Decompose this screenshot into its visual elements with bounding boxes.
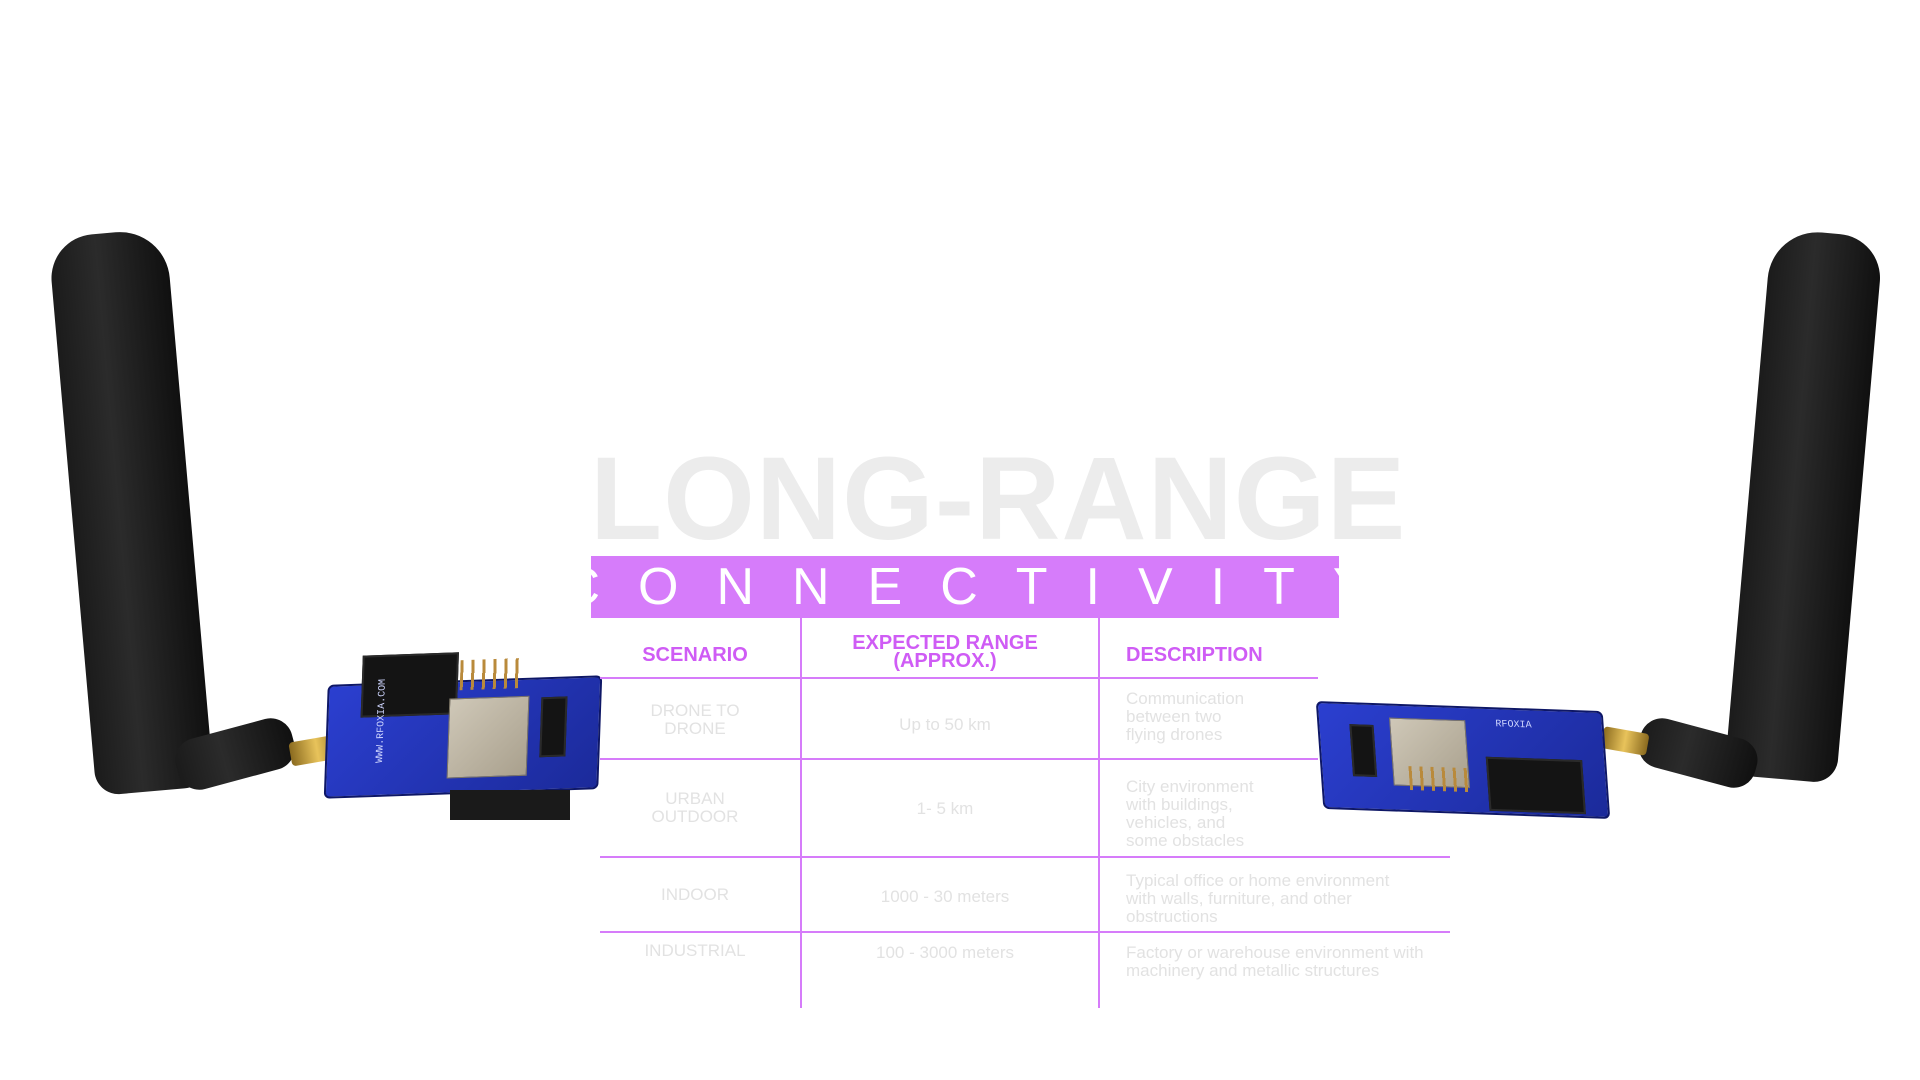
table-header-range: EXPECTED RANGE (APPROX.) — [852, 632, 1038, 672]
table-cell-range: 100 - 3000 meters — [876, 943, 1014, 962]
table-cell-scenario: URBAN OUTDOOR — [651, 789, 739, 826]
table-cell-description: Typical office or home environment with … — [1126, 871, 1390, 926]
table-cell-scenario: INDUSTRIAL — [644, 941, 746, 960]
right-circuit-board: RFOXIA — [1315, 701, 1611, 819]
right-board-side-header — [1349, 724, 1378, 777]
left-board-base — [450, 790, 570, 820]
left-board-module — [446, 695, 530, 779]
left-board-side-header — [539, 696, 568, 758]
right-board-pins — [1408, 766, 1471, 793]
table-cell-description: Factory or warehouse environment with ma… — [1126, 943, 1424, 980]
table-column-divider — [1098, 618, 1100, 1008]
left-circuit-board: WWW.RFOXIA.COM — [323, 652, 603, 799]
subheadline-text: CONNECTIVITY — [562, 558, 1406, 616]
right-board-header-block — [1485, 756, 1586, 815]
headline-title: LONG-RANGE — [590, 433, 1407, 565]
table-cell-description: Communication between two flying drones — [1126, 689, 1245, 744]
table-header-scenario: SCENARIO — [642, 644, 748, 666]
table-cell-range: 1000 - 30 meters — [880, 887, 1010, 906]
table-row-divider — [600, 758, 1318, 760]
left-board-pins — [459, 658, 521, 691]
right-board-label: RFOXIA — [1495, 719, 1533, 732]
table-cell-scenario: INDOOR — [661, 885, 729, 904]
table-cell-range: 1- 5 km — [916, 799, 974, 818]
subheadline-banner: CONNECTIVITY — [562, 556, 1368, 618]
table-cell-description: City environment with buildings, vehicle… — [1126, 777, 1254, 850]
table-column-divider — [800, 618, 802, 1008]
left-antenna — [47, 227, 215, 797]
right-antenna-device: RFOXIA — [1300, 0, 1920, 860]
table-cell-scenario: DRONE TO DRONE — [650, 701, 740, 738]
left-board-header-block — [360, 652, 459, 718]
right-antenna — [1724, 228, 1884, 784]
table-cell-range: Up to 50 km — [899, 715, 991, 734]
table-row-divider — [600, 677, 1318, 679]
table-row-divider — [600, 931, 1450, 933]
left-antenna-device: WWW.RFOXIA.COM — [0, 0, 620, 860]
left-board-label: WWW.RFOXIA.COM — [375, 678, 389, 764]
table-header-description: DESCRIPTION — [1126, 644, 1263, 666]
